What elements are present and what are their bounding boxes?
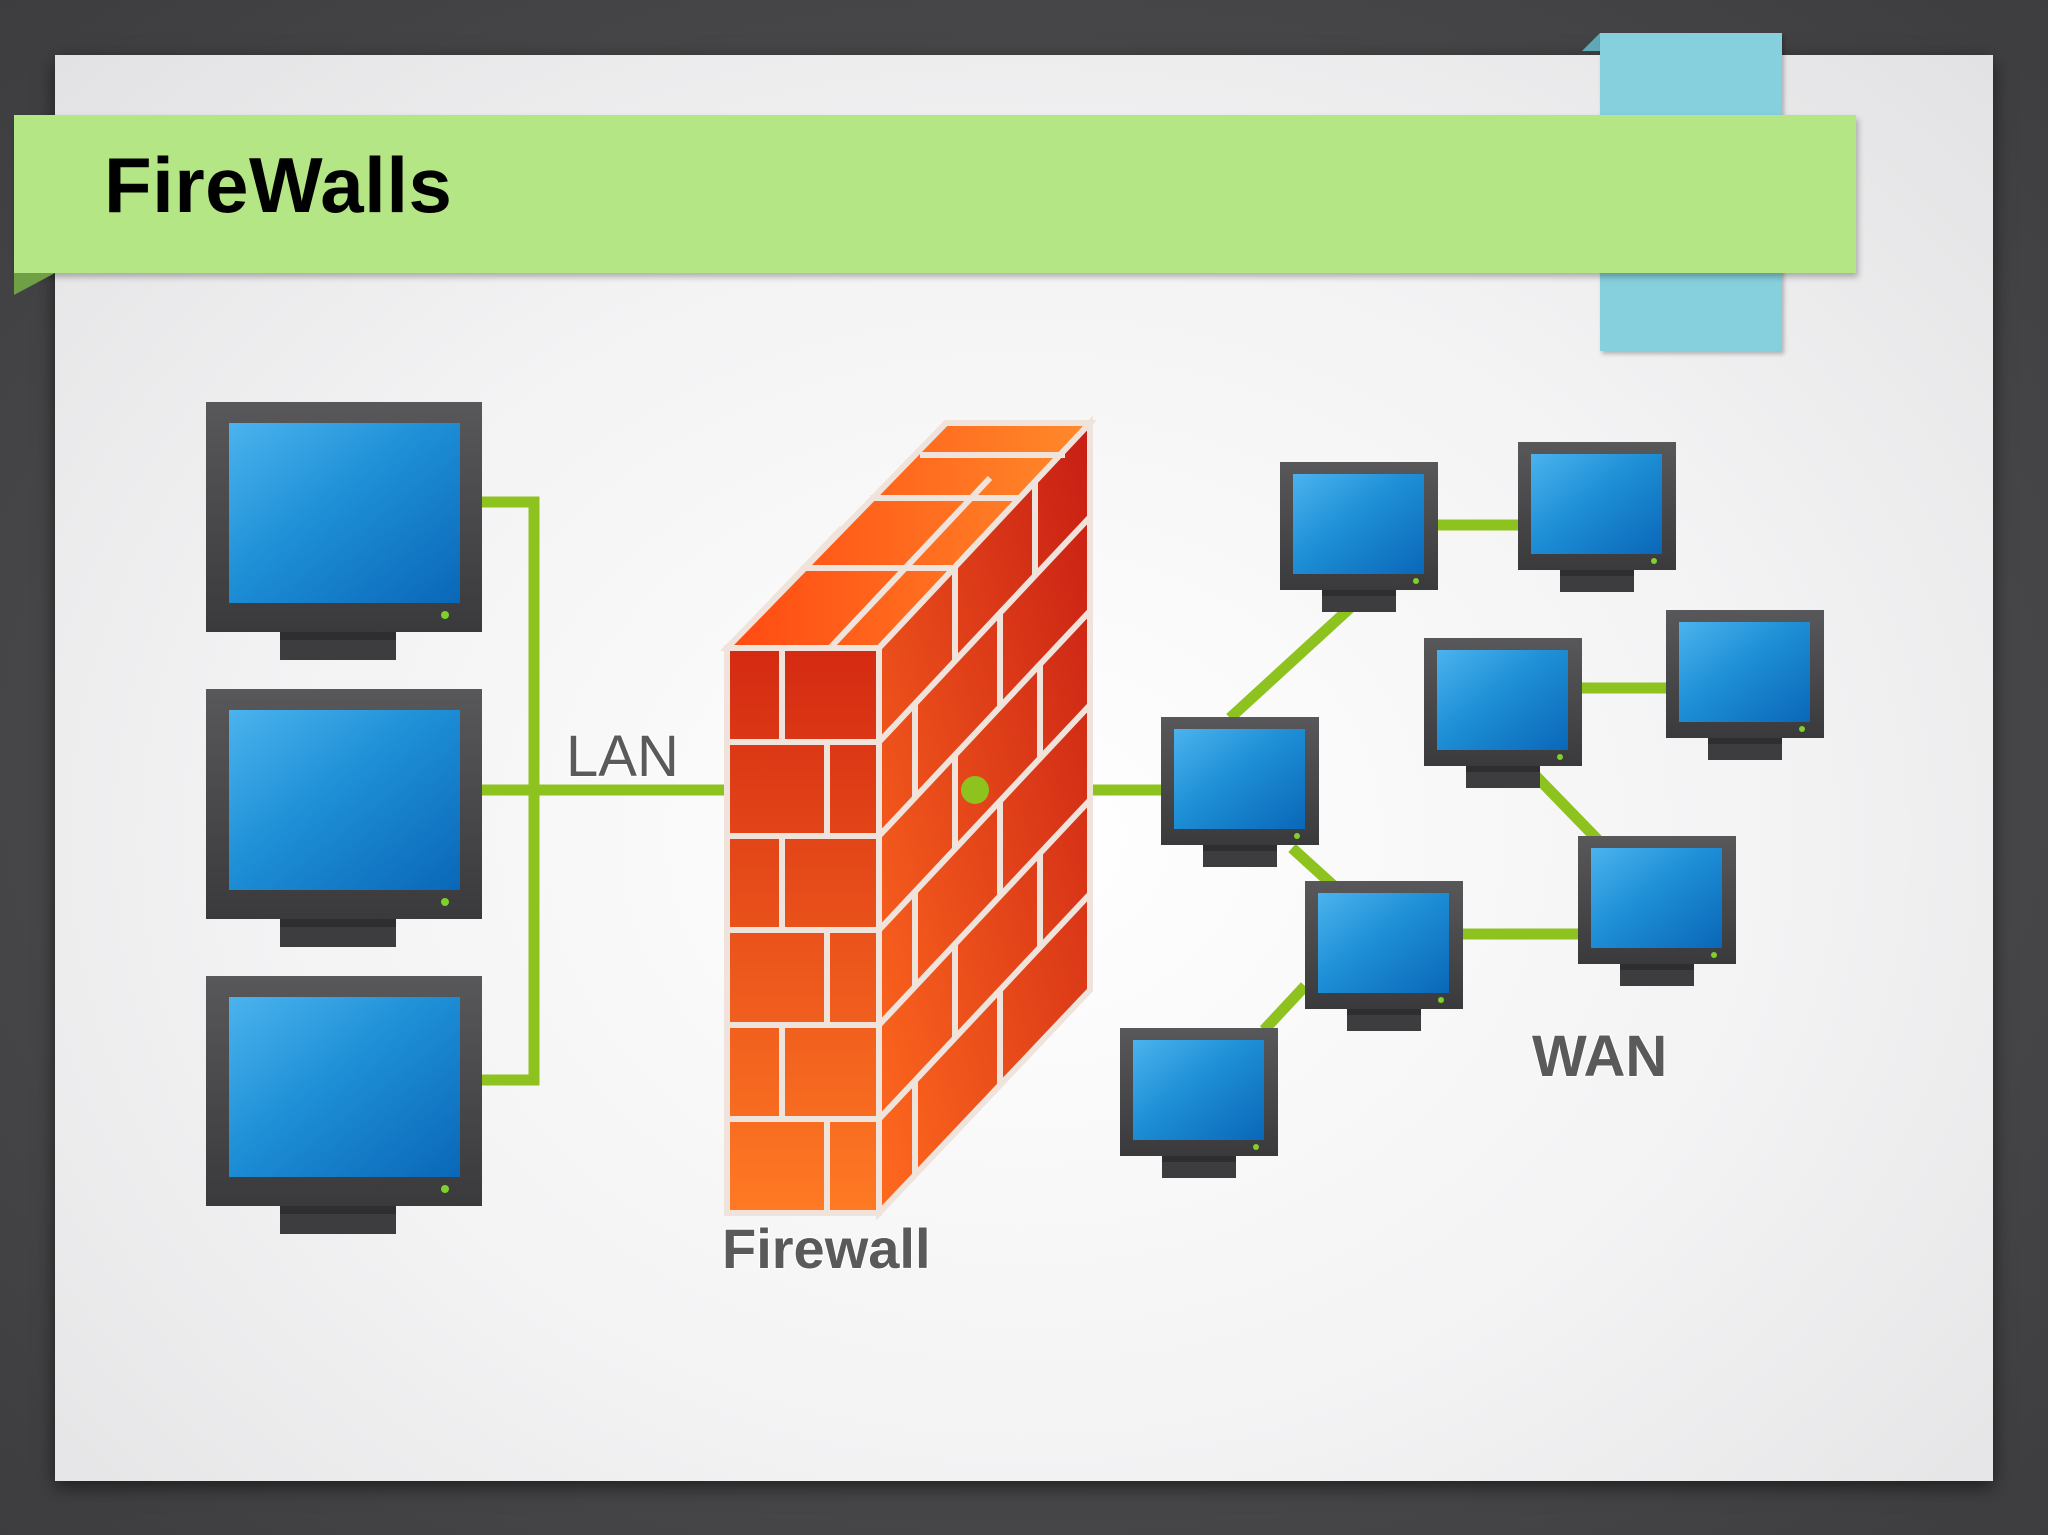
wan-computer-6 xyxy=(1578,836,1736,986)
firewall-label: Firewall xyxy=(722,1217,931,1280)
lan-computer-3 xyxy=(206,976,482,1234)
lan-computer-2 xyxy=(206,689,482,947)
wan-computer-8 xyxy=(1120,1028,1278,1178)
wan-computer-5 xyxy=(1161,717,1319,867)
title-band xyxy=(14,115,1856,273)
lan-connectors xyxy=(482,496,725,1086)
wan-computer-2 xyxy=(1518,442,1676,592)
lan-label: LAN xyxy=(566,724,679,789)
wan-computer-3 xyxy=(1424,638,1582,788)
firewall-wall xyxy=(719,415,1097,1221)
wan-computer-4 xyxy=(1666,610,1824,760)
lan-computer-1 xyxy=(206,402,482,660)
wan-label: WAN xyxy=(1532,1024,1667,1089)
firewall-port xyxy=(961,776,989,804)
accent-fold xyxy=(1582,33,1600,51)
title-fold xyxy=(14,273,55,295)
slide-title: FireWalls xyxy=(104,141,453,229)
lan-computer-group xyxy=(206,402,482,1234)
wan-computer-group xyxy=(1120,442,1824,1178)
wan-computer-7 xyxy=(1305,881,1463,1031)
wan-computer-1 xyxy=(1280,462,1438,612)
